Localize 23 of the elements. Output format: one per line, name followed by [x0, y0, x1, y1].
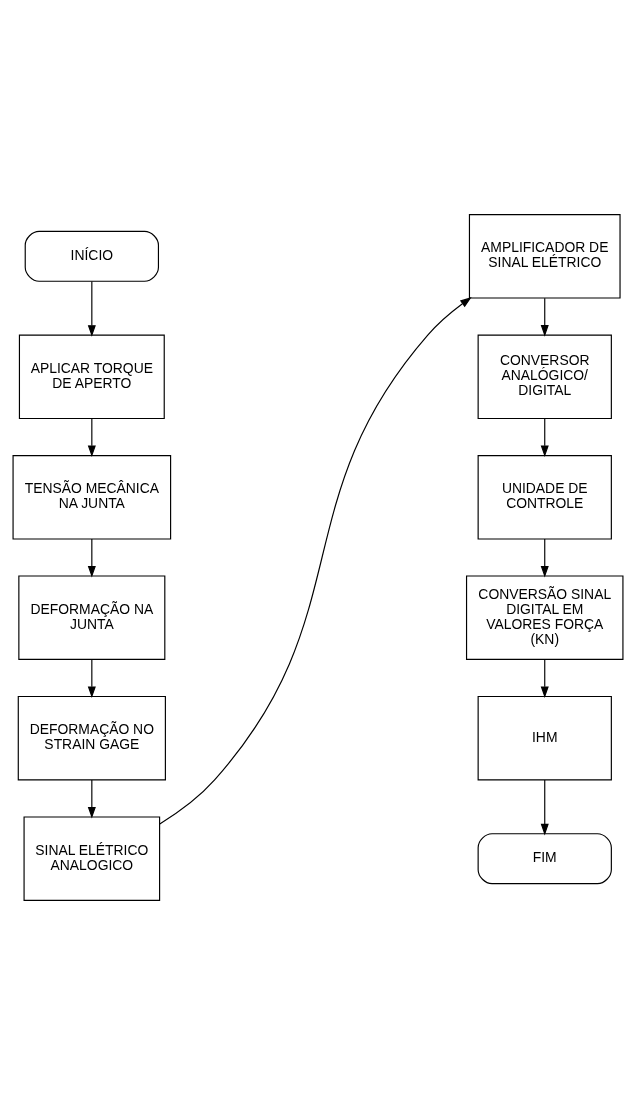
node-box: CONVERSOR ANALÓGICO/ DIGITAL	[477, 334, 612, 420]
node-box: DEFORMAÇÃO NO STRAIN GAGE	[17, 695, 166, 781]
arrow	[87, 779, 96, 819]
node-box: SINAL ELÉTRICO ANALOGICO	[23, 816, 161, 901]
arrow	[87, 280, 96, 337]
arrow	[87, 658, 96, 699]
arrow	[540, 297, 549, 337]
arrow	[159, 297, 472, 825]
node-box: INÍCIO	[24, 230, 159, 282]
arrow	[540, 538, 549, 578]
node-box: CONVERSÃO SINAL DIGITAL EM VALORES FORÇA (KN)	[466, 575, 624, 660]
node-box: APLICAR TORQUE DE APERTO	[18, 334, 165, 420]
node-box: AMPLIFICADOR DE SINAL ELÉTRICO	[468, 214, 621, 299]
node-box: FIM	[477, 833, 612, 885]
arrow	[540, 779, 549, 836]
arrow	[87, 538, 96, 578]
node-box: IHM	[477, 695, 612, 781]
arrow	[540, 658, 549, 699]
node-box: DEFORMAÇÃO NA JUNTA	[18, 575, 166, 660]
node-box: UNIDADE DE CONTROLE	[477, 455, 612, 540]
arrow	[540, 418, 549, 458]
arrow	[87, 418, 96, 458]
node-box: TENSÃO MECÂNICA NA JUNTA	[12, 455, 172, 540]
